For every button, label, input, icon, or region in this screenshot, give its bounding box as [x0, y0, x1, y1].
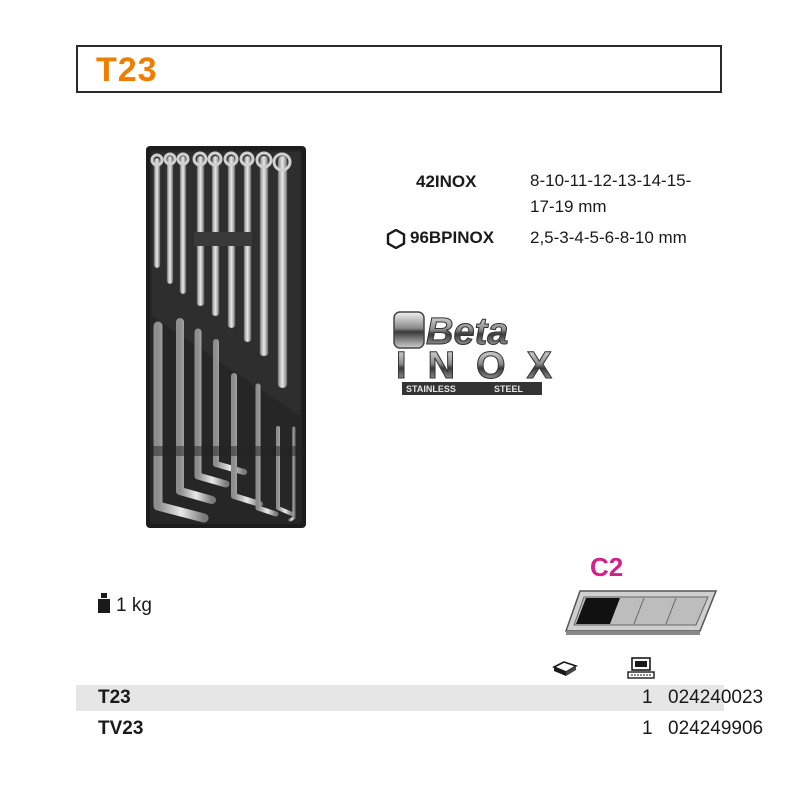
row-code: TV23: [98, 718, 144, 739]
table-row: T23 1 024240023: [76, 685, 763, 711]
page-title: T23: [96, 51, 158, 89]
row-article: 024240023: [668, 687, 764, 708]
logo-sub-left: STAINLESS: [406, 384, 456, 394]
row-qty: 1: [642, 687, 653, 708]
logo-sub-right: STEEL: [494, 384, 524, 394]
spec-list: 42INOX 8-10-11-12-13-14-15- 17-19 mm 96B…: [386, 168, 726, 258]
tool-tray-image: [146, 146, 306, 528]
spec-value-96bpinox: 2,5-3-4-5-6-8-10 mm: [530, 228, 687, 247]
weight-value: 1 kg: [116, 595, 152, 616]
weight-icon: [98, 593, 110, 613]
row-qty: 1: [642, 718, 653, 739]
hexagon-icon: [386, 228, 406, 249]
spec-value-42inox-line2: 17-19 mm: [530, 197, 607, 216]
weight-info: 1 kg: [96, 593, 152, 617]
spec-code-42inox: 42INOX: [416, 172, 477, 191]
tray-icon: [552, 661, 578, 676]
case-c2-image: [564, 590, 718, 635]
row-code: T23: [98, 687, 131, 708]
case-label: C2: [590, 552, 624, 582]
title-box: T23: [76, 45, 722, 93]
beta-inox-logo: Beta INOX STAINLESS STEEL: [393, 311, 553, 395]
table-row: TV23 1 024249906: [76, 716, 763, 742]
spec-code-96bpinox: 96BPINOX: [410, 228, 495, 247]
computer-icon: [627, 657, 655, 679]
row-article: 024249906: [668, 718, 764, 739]
spec-value-42inox-line1: 8-10-11-12-13-14-15-: [530, 171, 692, 190]
logo-brand-text: Beta: [426, 311, 508, 353]
